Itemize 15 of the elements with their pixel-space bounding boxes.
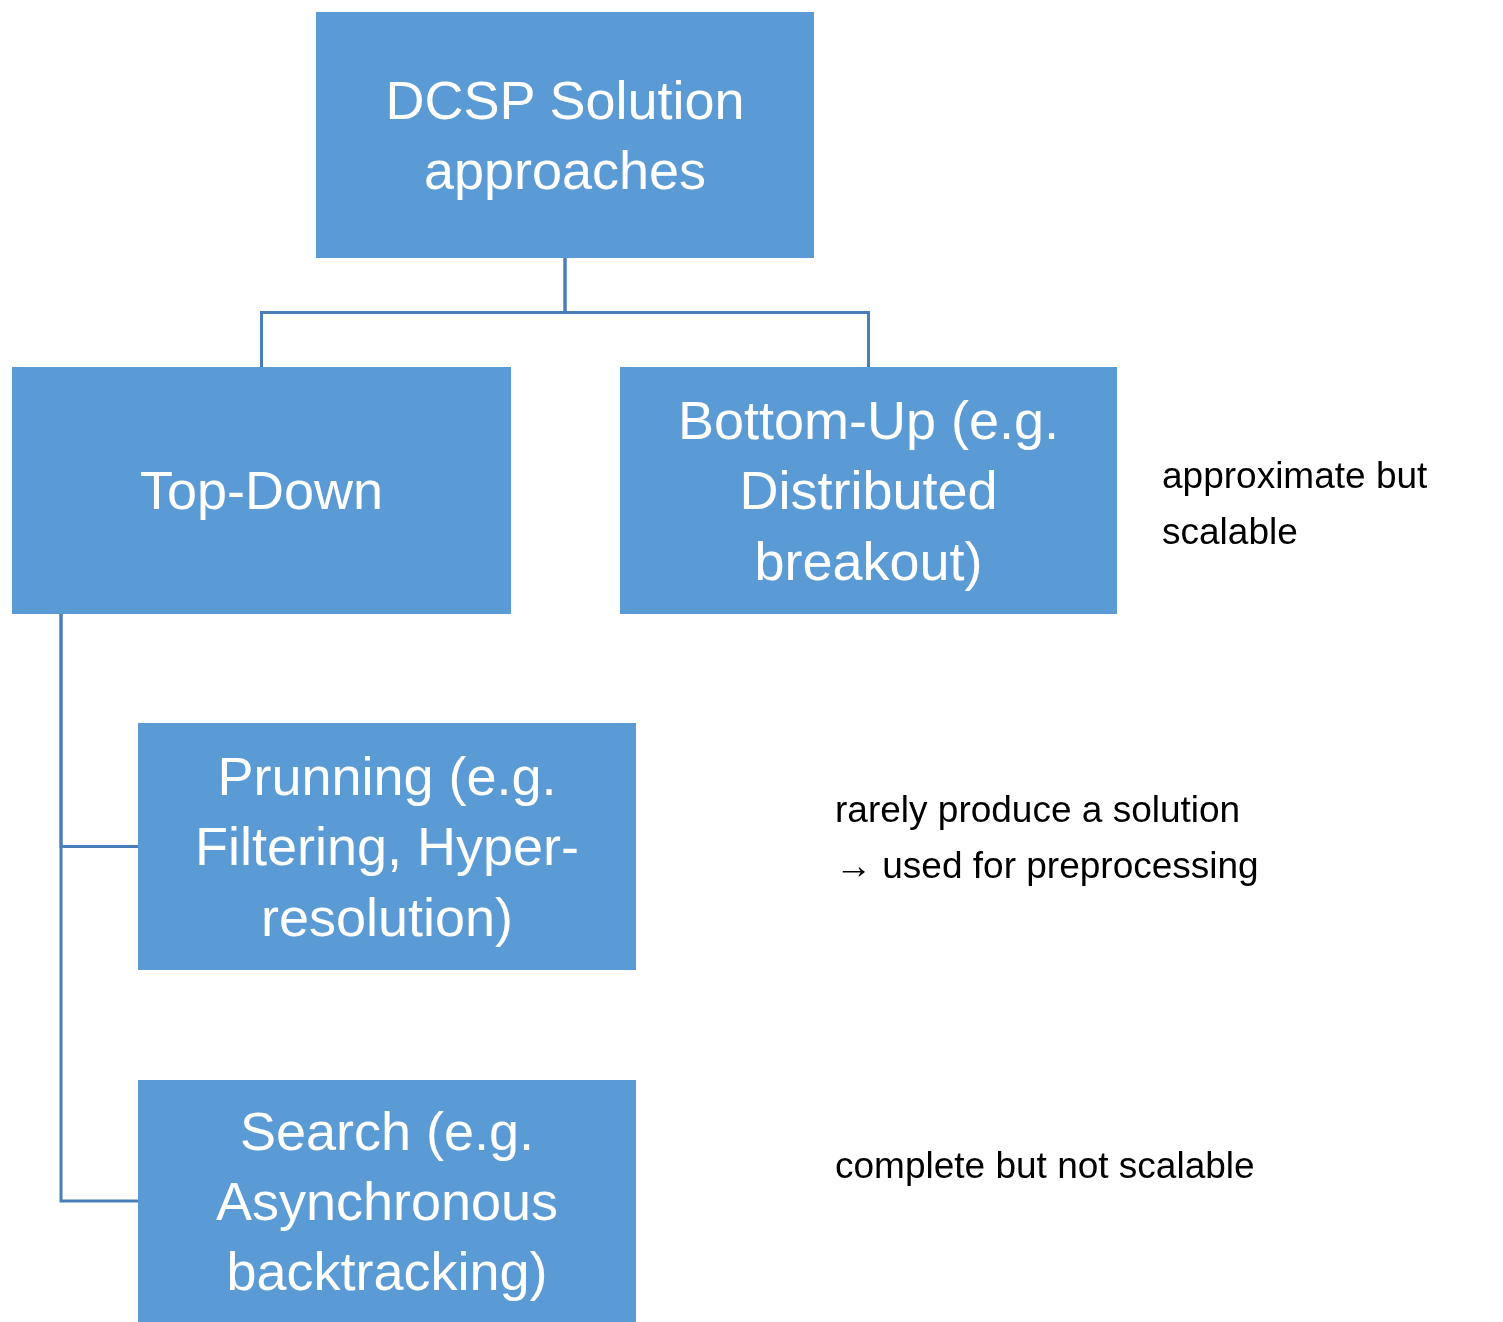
process-box	[620, 367, 1117, 614]
box-label: DCSP Solution approaches	[384, 68, 746, 202]
note-text: complete but not scalable	[835, 1144, 1256, 1188]
process-box	[316, 12, 814, 258]
box-label: Top-Down	[139, 459, 384, 523]
connector-line	[59, 614, 138, 1203]
box-label: Prunning (e.g. Filtering, Hyper-resolution)	[193, 745, 581, 949]
process-box	[138, 1080, 636, 1322]
note-text: rarely produce a solution → used for preprocessing	[835, 788, 1260, 888]
box-label: Search (e.g. Asynchronous backtracking)	[214, 1099, 560, 1304]
box-label: Bottom-Up (e.g. Distributed breakout)	[676, 389, 1061, 593]
process-box	[12, 367, 511, 614]
note-text: approximate but scalable	[1162, 454, 1429, 554]
process-box	[138, 723, 636, 970]
connector-line	[563, 258, 870, 367]
